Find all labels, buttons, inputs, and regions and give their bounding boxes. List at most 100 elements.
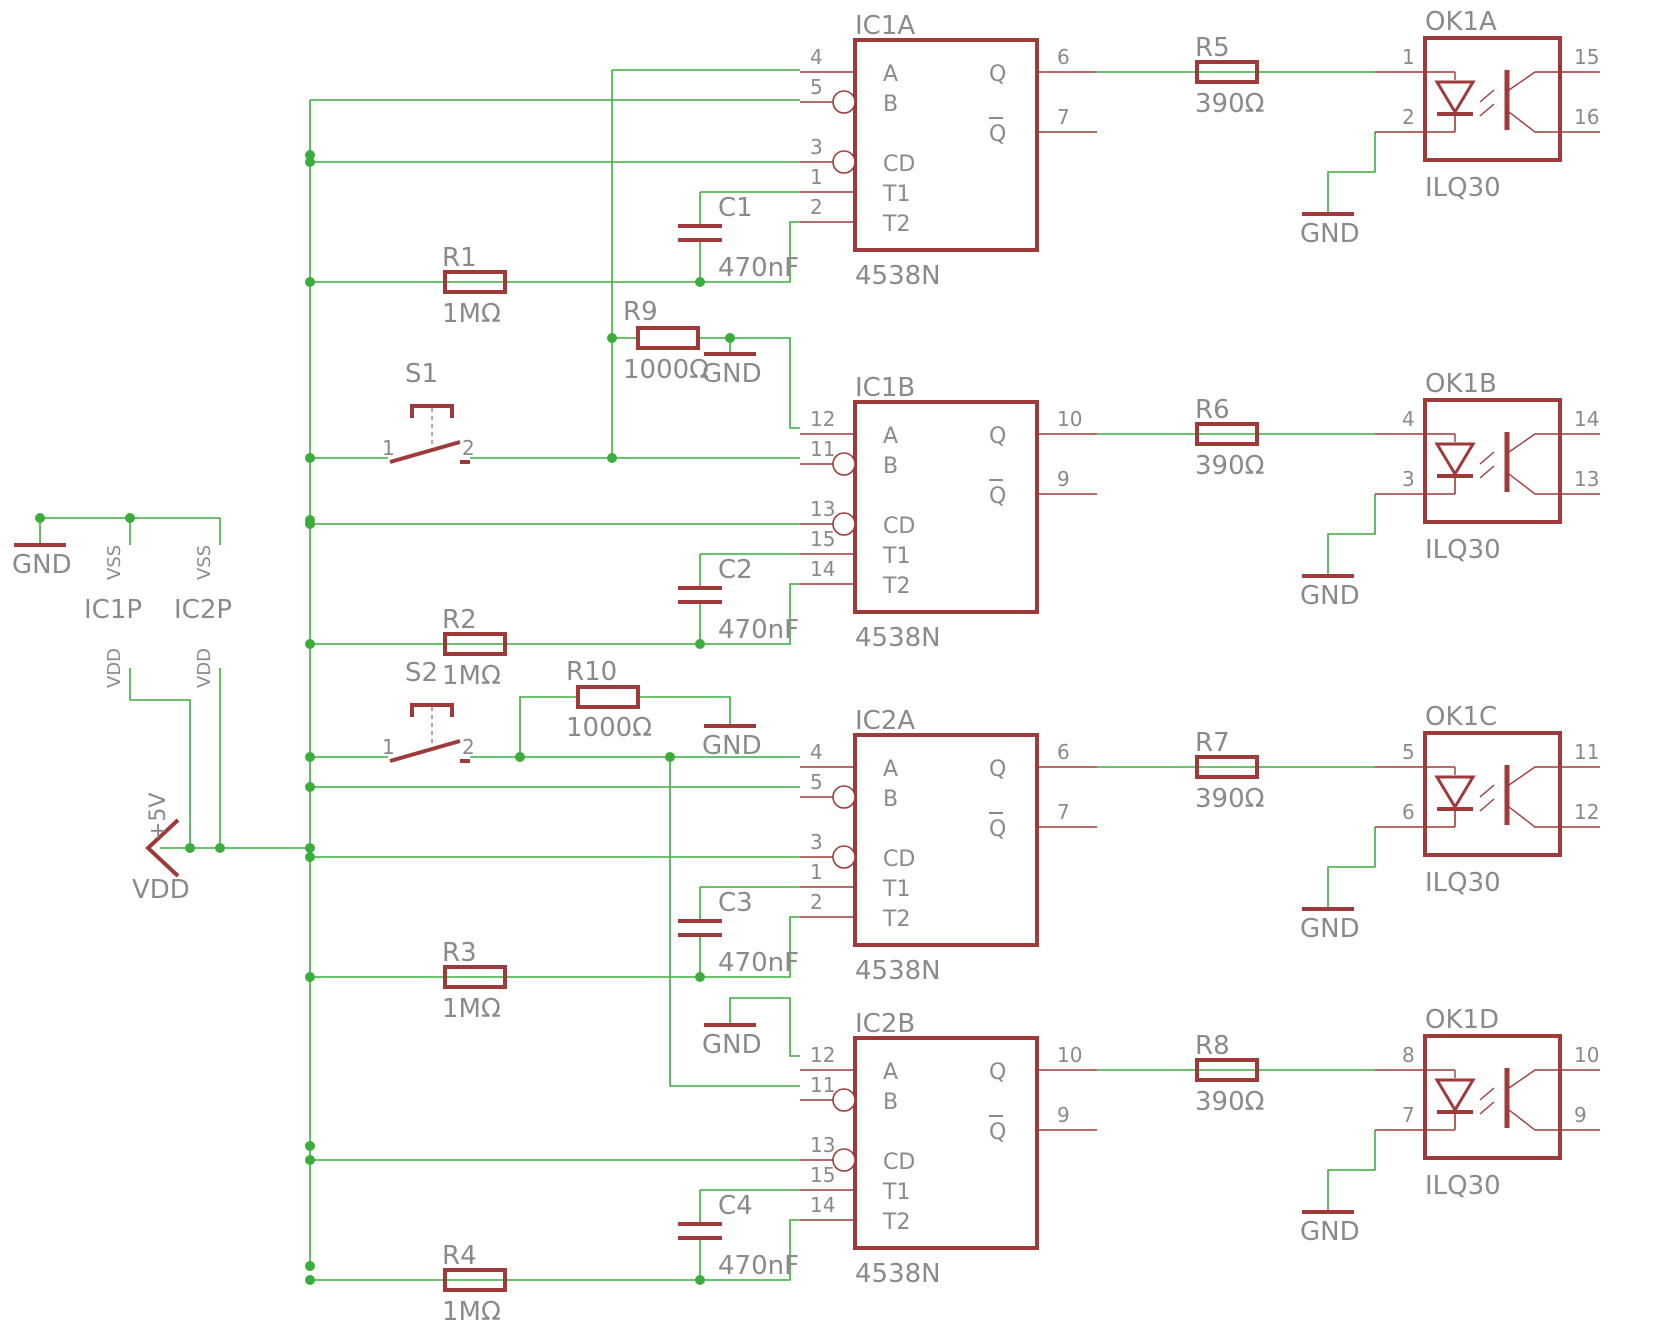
resistor-name: R6 bbox=[1195, 395, 1230, 425]
junction-dot bbox=[607, 453, 617, 463]
resistor-value: 1000Ω bbox=[566, 713, 652, 743]
inverter-bubble bbox=[832, 1088, 856, 1112]
ic-pin-label: A bbox=[883, 757, 898, 782]
wire-t2 bbox=[700, 916, 800, 978]
ic-pin-label: B bbox=[883, 92, 898, 117]
gnd-label: GND bbox=[1300, 914, 1360, 944]
light-arrows bbox=[1479, 89, 1495, 117]
led-symbol bbox=[1434, 80, 1476, 115]
resistor-name: R5 bbox=[1195, 33, 1230, 63]
pin-number: 2 bbox=[810, 890, 823, 914]
pin-number: 9 bbox=[1057, 1103, 1070, 1127]
ic-pin-label: Q bbox=[989, 1120, 1006, 1145]
pin-number: 10 bbox=[1057, 1043, 1082, 1067]
resistor-value: 390Ω bbox=[1195, 1087, 1265, 1117]
resistor-value: 1000Ω bbox=[623, 355, 709, 385]
opto-name: OK1D bbox=[1425, 1005, 1499, 1035]
pin-number: 15 bbox=[810, 527, 835, 551]
capacitor-value: 470nF bbox=[718, 253, 799, 283]
resistor-value: 1MΩ bbox=[442, 299, 501, 329]
junction-dot bbox=[305, 752, 315, 762]
ic-body bbox=[853, 400, 1039, 614]
pin-number: 6 bbox=[1057, 740, 1070, 764]
junction-dot bbox=[305, 453, 315, 463]
pin-number: 3 bbox=[810, 830, 823, 854]
pin-number: 12 bbox=[1574, 800, 1599, 824]
resistor-symbol bbox=[443, 632, 507, 656]
ic-pin-label: A bbox=[883, 424, 898, 449]
emitter-lead bbox=[1508, 111, 1600, 133]
gnd-label: GND bbox=[1300, 219, 1360, 249]
pin-number: 5 bbox=[1402, 740, 1415, 764]
resistor-symbol bbox=[443, 270, 507, 294]
resistor-name: R8 bbox=[1195, 1031, 1230, 1061]
resistor-name: R1 bbox=[442, 243, 477, 273]
pin-number: 16 bbox=[1574, 105, 1599, 129]
pin-number: 3 bbox=[1402, 467, 1415, 491]
pin-number: 15 bbox=[810, 1163, 835, 1187]
junction-dot bbox=[35, 513, 45, 523]
ic-pin-label: B bbox=[883, 1090, 898, 1115]
opto-body bbox=[1423, 1034, 1562, 1160]
switch-actuator bbox=[410, 703, 454, 717]
resistor-symbol bbox=[576, 685, 640, 709]
junction-dot bbox=[305, 515, 315, 525]
junction-dot bbox=[665, 752, 675, 762]
pin-number: 2 bbox=[462, 436, 475, 460]
ic-pin-label: CD bbox=[883, 1150, 915, 1175]
ic-value: 4538N bbox=[855, 623, 941, 653]
resistor-name: R3 bbox=[442, 938, 477, 968]
junction-dot bbox=[305, 1141, 315, 1151]
resistor-symbol bbox=[1195, 422, 1259, 446]
light-arrows bbox=[1479, 784, 1495, 812]
pin-number: 13 bbox=[1574, 467, 1599, 491]
wire-r9-right bbox=[696, 337, 800, 429]
ic-pin-label: T1 bbox=[882, 544, 910, 569]
inverter-bubble bbox=[832, 90, 856, 114]
ic-pin-label: A bbox=[883, 1060, 898, 1085]
pin-number: 6 bbox=[1057, 45, 1070, 69]
inverter-bubble bbox=[832, 150, 856, 174]
pin-number: 1 bbox=[382, 436, 395, 460]
junction-dot bbox=[695, 972, 705, 982]
pin-number: 2 bbox=[462, 735, 475, 759]
pin-number: 11 bbox=[1574, 740, 1599, 764]
junction-dot bbox=[305, 1261, 315, 1271]
pin-number: 4 bbox=[1402, 407, 1415, 431]
ic-pin-label: Q bbox=[989, 757, 1006, 782]
switch-actuator bbox=[410, 404, 454, 418]
wire-opto-gnd bbox=[1327, 494, 1376, 576]
capacitor-name: C1 bbox=[718, 193, 753, 223]
junction-dot bbox=[695, 639, 705, 649]
pin-number: 2 bbox=[1402, 105, 1415, 129]
ic-pin-label: A bbox=[883, 62, 898, 87]
pin-number: 6 bbox=[1402, 800, 1415, 824]
led-symbol bbox=[1434, 1078, 1476, 1113]
resistor-symbol bbox=[636, 326, 700, 350]
emitter-lead bbox=[1508, 1109, 1600, 1131]
pin-number: 5 bbox=[810, 770, 823, 794]
ic-value: 4538N bbox=[855, 1259, 941, 1289]
pin-number: 4 bbox=[810, 740, 823, 764]
junction-dot bbox=[305, 972, 315, 982]
pin-number: 7 bbox=[1057, 800, 1070, 824]
capacitor-name: C3 bbox=[718, 888, 753, 918]
opto-value: ILQ30 bbox=[1425, 535, 1501, 565]
junction-dot bbox=[515, 752, 525, 762]
vdd-arrow bbox=[145, 818, 180, 878]
resistor-value: 1MΩ bbox=[442, 1297, 501, 1324]
ic-pin-label: Q bbox=[989, 122, 1006, 147]
collector-lead bbox=[1508, 71, 1600, 91]
junctions bbox=[35, 150, 735, 1285]
pin-number: 15 bbox=[1574, 45, 1599, 69]
junction-dot bbox=[695, 1275, 705, 1285]
pin-number: 1 bbox=[810, 860, 823, 884]
ic-pin-label: T2 bbox=[882, 212, 910, 237]
junction-dot bbox=[305, 843, 315, 853]
resistor-value: 1MΩ bbox=[442, 994, 501, 1024]
vdd-value: +5V bbox=[146, 793, 171, 840]
gnd-label: GND bbox=[12, 550, 72, 580]
switch-lever bbox=[389, 739, 461, 763]
opto-value: ILQ30 bbox=[1425, 868, 1501, 898]
opto-name: OK1A bbox=[1425, 7, 1497, 37]
